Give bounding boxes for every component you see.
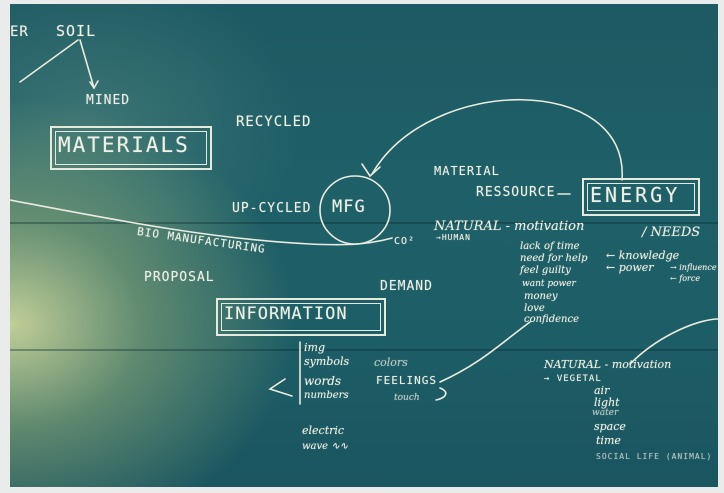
energy-box bbox=[582, 178, 700, 216]
word-proposal: PROPOSAL bbox=[144, 270, 215, 285]
word-confidence: confidence bbox=[524, 314, 580, 325]
soil-arrow-mined bbox=[79, 39, 95, 89]
word-knowledge: ← knowledge bbox=[606, 249, 680, 262]
word-words: words bbox=[304, 374, 342, 388]
word-social-life: SOCIAL LIFE (ANIMAL) bbox=[596, 452, 713, 461]
information-box bbox=[216, 298, 386, 336]
word-love: love bbox=[524, 303, 545, 314]
word-influence: → influence bbox=[670, 263, 717, 272]
word-ressource: RESSOURCE bbox=[476, 185, 556, 200]
word-recycled: RECYCLED bbox=[236, 114, 312, 130]
word-demand: DEMAND bbox=[380, 279, 433, 294]
word-electric: electric bbox=[302, 424, 345, 437]
word-force: ← force bbox=[670, 274, 701, 283]
word-energy: ENERGY bbox=[590, 183, 681, 207]
word-wave: wave ∿∿ bbox=[302, 441, 349, 452]
board-seam bbox=[10, 222, 718, 224]
word-materials: MATERIALS bbox=[58, 133, 190, 157]
arrowhead bbox=[361, 163, 381, 178]
word-img: img bbox=[304, 341, 325, 354]
energy-to-mfg-arc bbox=[371, 99, 623, 181]
word-feel-guilty: feel guilty bbox=[520, 265, 571, 276]
word-need-for-help: need for help bbox=[520, 253, 588, 264]
word-soil: SOIL bbox=[56, 22, 97, 40]
word-colors: colors bbox=[374, 356, 408, 369]
bio-sweep bbox=[10, 199, 393, 246]
word-mined: MINED bbox=[86, 93, 131, 108]
word-material: MATERIAL bbox=[434, 164, 500, 178]
info-arrow bbox=[268, 378, 293, 397]
word-water: water bbox=[592, 408, 619, 418]
feelings-curve bbox=[435, 387, 447, 401]
word-natural-motivation-2: NATURAL - motivation bbox=[544, 358, 672, 371]
word-ter: ER bbox=[10, 24, 29, 40]
word-want-power: want power bbox=[522, 279, 576, 289]
soil-line-left bbox=[19, 39, 79, 83]
word-natural-motivation: NATURAL - motivation bbox=[434, 219, 585, 234]
materials-box bbox=[50, 126, 212, 170]
word-light: light bbox=[594, 396, 620, 409]
word-human: →HUMAN bbox=[436, 233, 471, 242]
right-arc bbox=[629, 318, 718, 365]
word-air: air bbox=[594, 384, 610, 397]
chalk-strokes bbox=[10, 39, 718, 405]
word-vegetal: → VEGETAL bbox=[544, 374, 602, 384]
feelings-line bbox=[439, 321, 531, 383]
arrowhead bbox=[89, 80, 99, 90]
word-touch: touch bbox=[394, 393, 420, 403]
chalkboard: ER SOIL MINED RECYCLED MATERIALS MATERIA… bbox=[10, 4, 718, 487]
word-co2: CO² bbox=[394, 236, 416, 247]
word-space: space bbox=[594, 420, 626, 433]
word-time: time bbox=[596, 434, 621, 447]
word-upcycled: UP-CYCLED bbox=[232, 201, 312, 216]
word-money: money bbox=[524, 291, 558, 302]
word-power: ← power bbox=[606, 261, 654, 274]
word-numbers: numbers bbox=[304, 390, 349, 401]
word-feelings: FEELINGS bbox=[376, 374, 437, 387]
board-seam bbox=[10, 349, 718, 351]
word-needs: / NEEDS bbox=[642, 225, 701, 240]
word-lack-of-time: lack of time bbox=[520, 241, 580, 252]
word-information: INFORMATION bbox=[224, 304, 348, 324]
word-mfg: MFG bbox=[332, 197, 366, 217]
word-symbols: symbols bbox=[304, 355, 350, 368]
